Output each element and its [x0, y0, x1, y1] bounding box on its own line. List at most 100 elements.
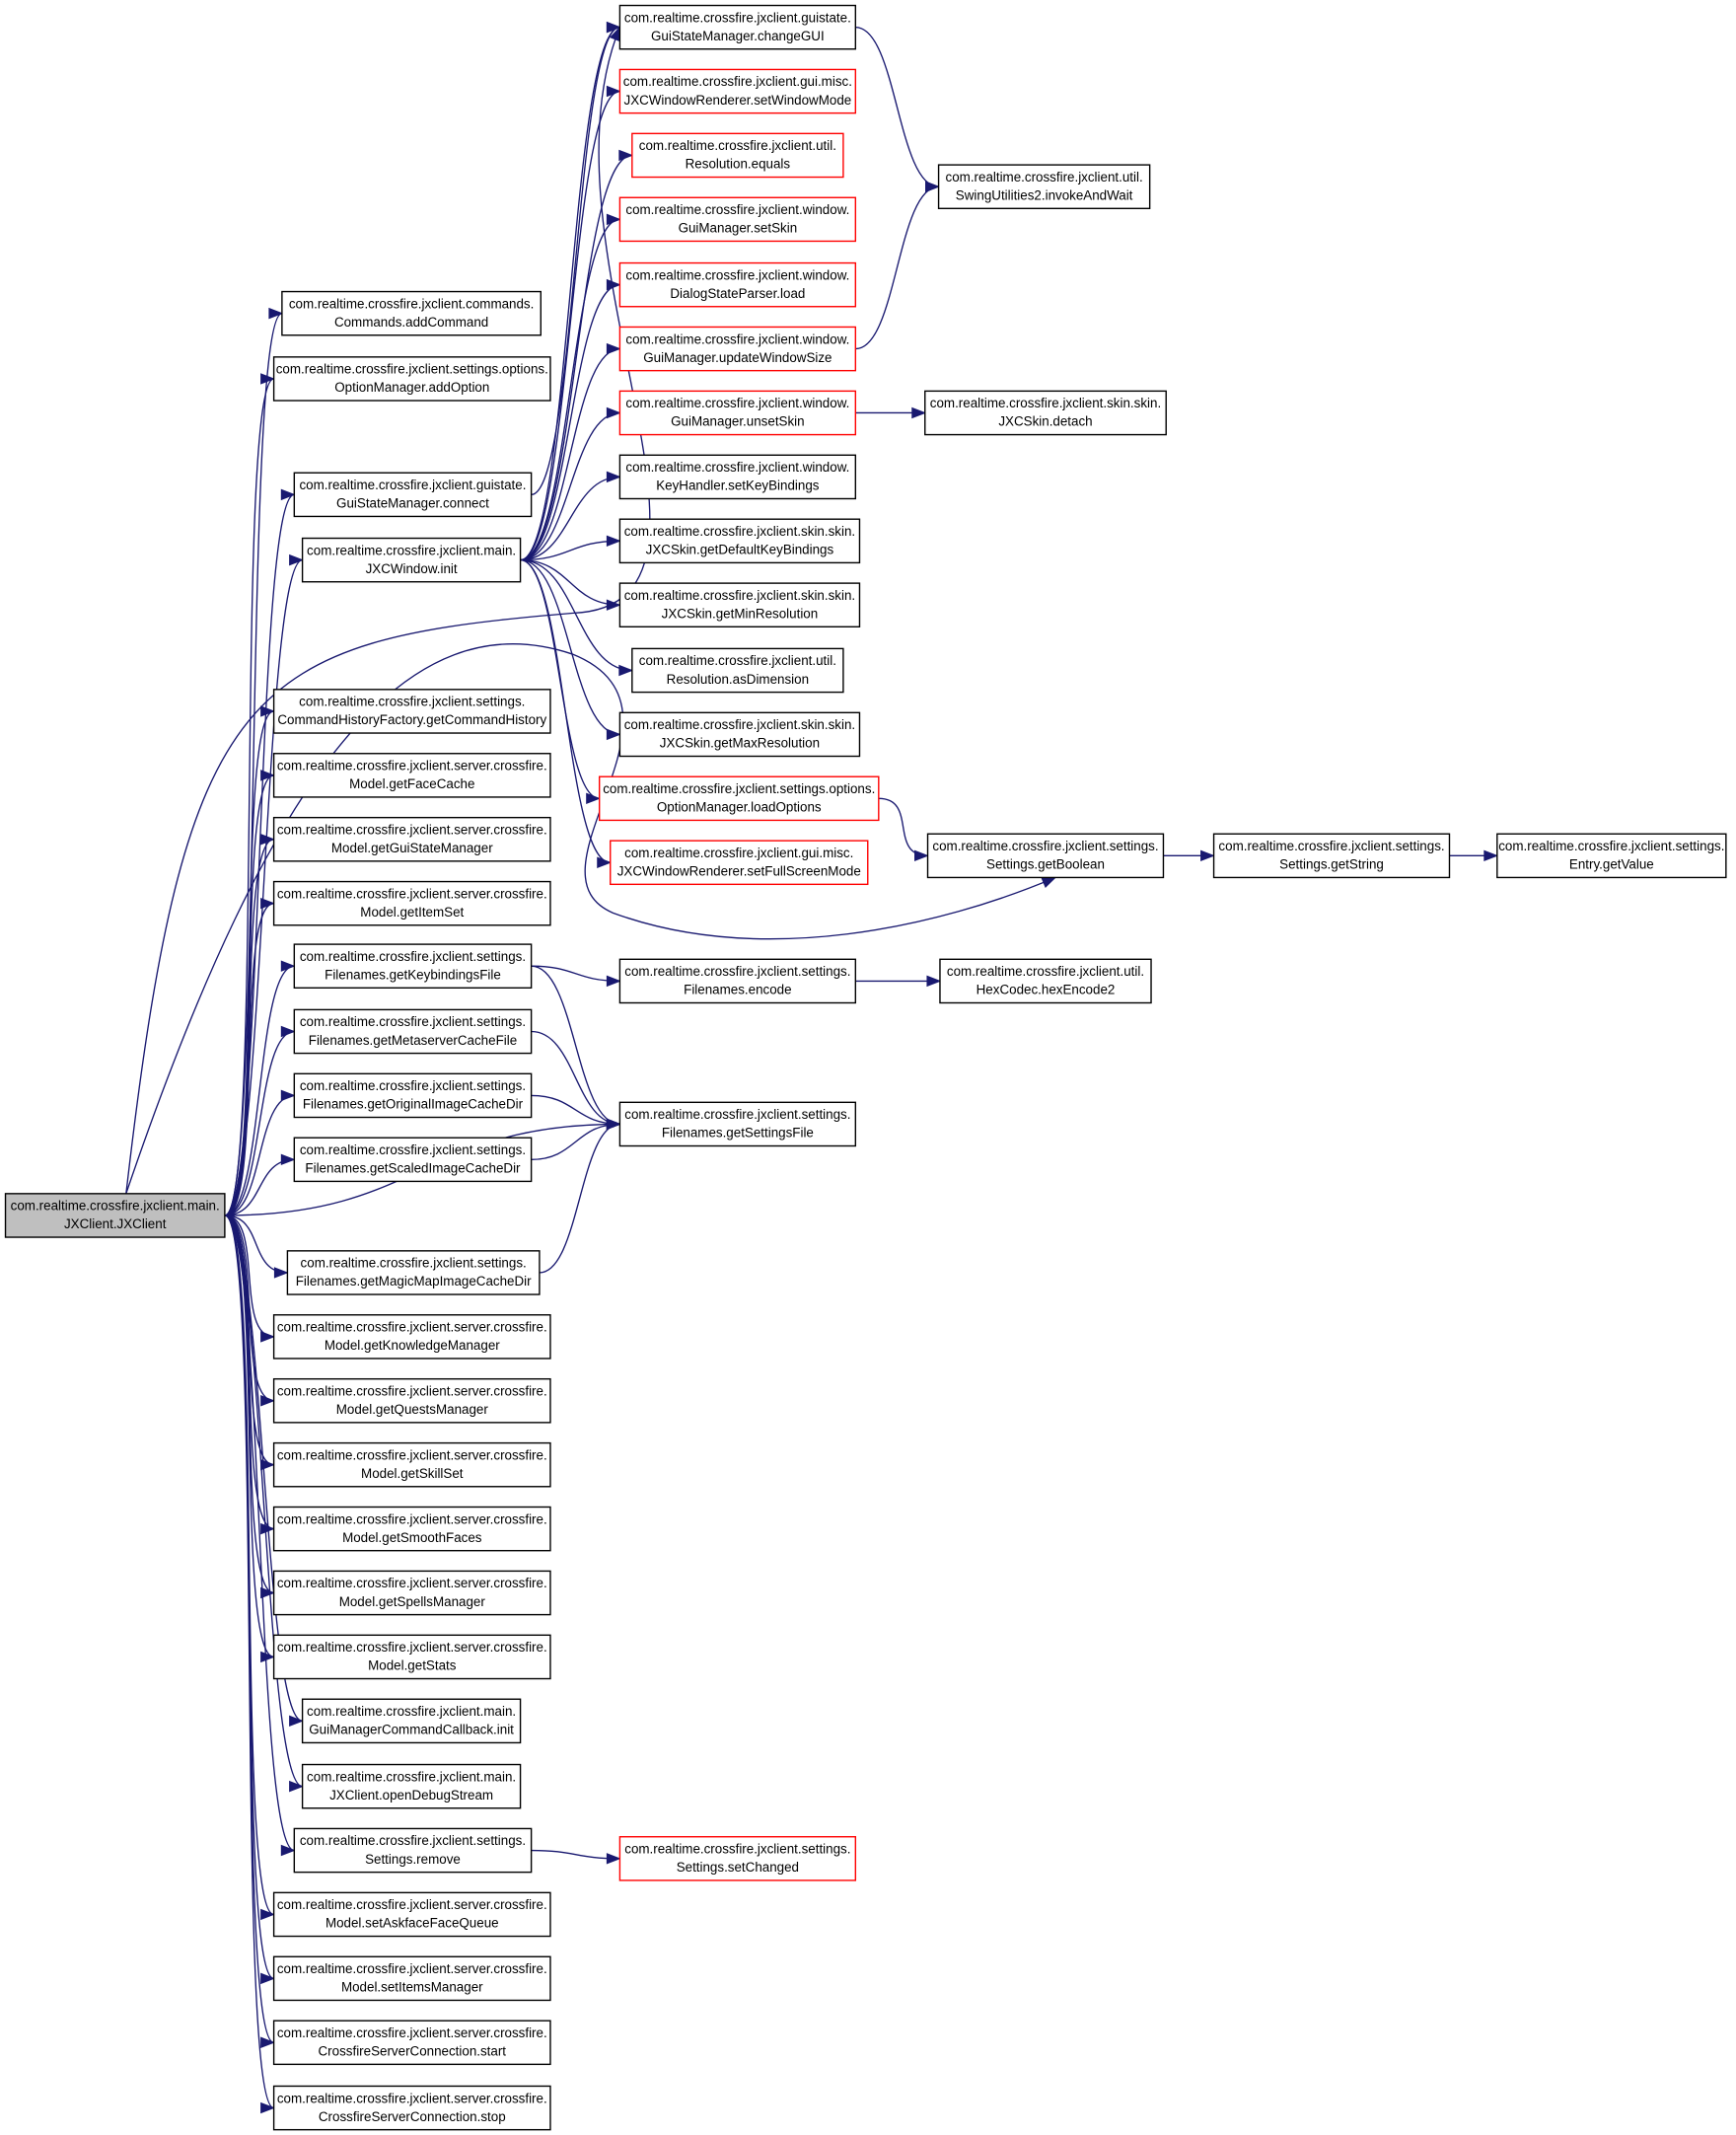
node-getItemSet[interactable]: com.realtime.crossfire.jxclient.server.c… [272, 880, 551, 926]
node-getSpellsManager[interactable]: com.realtime.crossfire.jxclient.server.c… [272, 1570, 551, 1616]
edge-jxcInit-to-updateWindowSize [520, 342, 621, 561]
node-box [1496, 833, 1727, 879]
node-dspLoad[interactable]: com.realtime.crossfire.jxclient.window.D… [618, 261, 857, 308]
node-connect[interactable]: com.realtime.crossfire.jxclient.guistate… [293, 472, 533, 518]
node-getKeybindingsFile[interactable]: com.realtime.crossfire.jxclient.settings… [293, 943, 533, 989]
edge-jxcInit-to-setSkin-arrowhead [606, 213, 621, 226]
node-label: com.realtime.crossfire.jxclient.settings… [276, 362, 548, 377]
node-hexEncode2[interactable]: com.realtime.crossfire.jxclient.util.Hex… [939, 958, 1152, 1004]
edge-updateWindowSize-to-invokeAndWait-arrowhead [925, 181, 940, 192]
edge-jxcInit-to-asDimension-arrowhead [618, 664, 634, 677]
node-getSkillSet[interactable]: com.realtime.crossfire.jxclient.server.c… [272, 1441, 551, 1488]
node-label: OptionManager.addOption [334, 380, 489, 395]
node-getSettingsFile[interactable]: com.realtime.crossfire.jxclient.settings… [618, 1101, 857, 1147]
node-encode[interactable]: com.realtime.crossfire.jxclient.settings… [618, 958, 857, 1004]
node-getBoolean[interactable]: com.realtime.crossfire.jxclient.settings… [926, 833, 1165, 879]
edge-jxcInit-to-setWindowMode-line [520, 90, 620, 561]
node-setFullScreenMode[interactable]: com.realtime.crossfire.jxclient.gui.misc… [610, 840, 869, 886]
node-addOption[interactable]: com.realtime.crossfire.jxclient.settings… [272, 356, 551, 402]
node-stop[interactable]: com.realtime.crossfire.jxclient.server.c… [272, 2085, 551, 2131]
node-getOriginalImageCacheDir[interactable]: com.realtime.crossfire.jxclient.settings… [293, 1072, 533, 1119]
node-getString[interactable]: com.realtime.crossfire.jxclient.settings… [1212, 833, 1451, 879]
node-getKnowledgeManager[interactable]: com.realtime.crossfire.jxclient.server.c… [272, 1314, 551, 1360]
node-updateWindowSize[interactable]: com.realtime.crossfire.jxclient.window.G… [618, 326, 857, 372]
edge-root-to-jxcInit-arrowhead [289, 553, 304, 566]
node-label: Model.getFaceCache [349, 776, 474, 791]
node-label: com.realtime.crossfire.jxclient.gui.misc… [624, 846, 853, 860]
node-getScaledImageCacheDir[interactable]: com.realtime.crossfire.jxclient.settings… [293, 1137, 533, 1183]
node-getGuiStateManager[interactable]: com.realtime.crossfire.jxclient.server.c… [272, 816, 551, 862]
node-setItemsManager[interactable]: com.realtime.crossfire.jxclient.server.c… [272, 1955, 551, 2002]
node-box [598, 775, 880, 822]
node-box [618, 4, 857, 50]
node-box [272, 1570, 551, 1616]
node-label: Model.getSmoothFaces [342, 1530, 482, 1545]
edge-jxcInit-to-resEquals [520, 149, 634, 561]
edge-getMetaserverCacheFile-to-getSettingsFile-line [531, 1030, 620, 1126]
node-setChanged[interactable]: com.realtime.crossfire.jxclient.settings… [618, 1836, 857, 1881]
node-getMaxResolution[interactable]: com.realtime.crossfire.jxclient.skin.ski… [618, 711, 861, 758]
node-box [610, 840, 869, 886]
node-changeGUI[interactable]: com.realtime.crossfire.jxclient.guistate… [618, 4, 857, 50]
node-getStats[interactable]: com.realtime.crossfire.jxclient.server.c… [272, 1634, 551, 1680]
edge-root-to-getKeybindingsFile [224, 960, 296, 1216]
node-label: Model.getGuiStateManager [331, 841, 493, 855]
node-getFaceCache[interactable]: com.realtime.crossfire.jxclient.server.c… [272, 753, 551, 798]
node-detach[interactable]: com.realtime.crossfire.jxclient.skin.ski… [924, 390, 1167, 436]
edge-root-to-getSpellsManager-arrowhead [260, 1586, 275, 1599]
edge-getMagicMapImageCacheDir-to-getSettingsFile-line [539, 1123, 620, 1274]
edge-getMagicMapImageCacheDir-to-getSettingsFile-arrowhead [606, 1118, 621, 1131]
node-getMagicMapImageCacheDir[interactable]: com.realtime.crossfire.jxclient.settings… [286, 1250, 541, 1295]
node-jxcInit[interactable]: com.realtime.crossfire.jxclient.main.JXC… [301, 537, 522, 583]
node-getCommandHistory[interactable]: com.realtime.crossfire.jxclient.settings… [272, 689, 551, 734]
node-getQuestsManager[interactable]: com.realtime.crossfire.jxclient.server.c… [272, 1377, 551, 1424]
node-box [272, 1955, 551, 2002]
node-label: HexCodec.hexEncode2 [976, 983, 1116, 997]
node-addCommand[interactable]: com.realtime.crossfire.jxclient.commands… [281, 290, 542, 336]
node-box [293, 1827, 533, 1874]
edge-jxcInit-to-resEquals-line [520, 154, 632, 561]
node-label: JXCSkin.detach [998, 414, 1092, 429]
node-box [272, 356, 551, 402]
edge-root-to-stop [224, 1215, 275, 2114]
node-box [631, 647, 844, 694]
node-getDefaultKeyBindings[interactable]: com.realtime.crossfire.jxclient.skin.ski… [618, 518, 861, 564]
node-root[interactable]: com.realtime.crossfire.jxclient.main.JXC… [4, 1193, 226, 1238]
edge-root-to-changeGUI-line [125, 27, 651, 1194]
node-getValue[interactable]: com.realtime.crossfire.jxclient.settings… [1496, 833, 1727, 879]
edge-updateWindowSize-to-invokeAndWait [855, 181, 940, 350]
edge-jxcInit-to-setFullScreenMode-line [520, 558, 611, 863]
node-label: com.realtime.crossfire.jxclient.server.c… [277, 1897, 547, 1912]
node-unsetSkin[interactable]: com.realtime.crossfire.jxclient.window.G… [618, 390, 857, 436]
node-start[interactable]: com.realtime.crossfire.jxclient.server.c… [272, 2020, 551, 2066]
edge-jxcInit-to-setFullScreenMode [520, 558, 613, 868]
edge-root-to-start-arrowhead [260, 2036, 275, 2048]
node-setAskfaceFaceQueue[interactable]: com.realtime.crossfire.jxclient.server.c… [272, 1891, 551, 1938]
node-remove[interactable]: com.realtime.crossfire.jxclient.settings… [293, 1827, 533, 1874]
node-gmccInit[interactable]: com.realtime.crossfire.jxclient.main.Gui… [301, 1698, 522, 1744]
node-asDimension[interactable]: com.realtime.crossfire.jxclient.util.Res… [631, 647, 844, 694]
node-setSkin[interactable]: com.realtime.crossfire.jxclient.window.G… [618, 196, 857, 243]
node-label: com.realtime.crossfire.jxclient.guistate… [299, 478, 526, 492]
node-openDebugStream[interactable]: com.realtime.crossfire.jxclient.main.JXC… [301, 1763, 522, 1809]
node-box [937, 164, 1151, 210]
edge-root-to-getMagicMapImageCacheDir [224, 1215, 289, 1279]
node-loadOptions[interactable]: com.realtime.crossfire.jxclient.settings… [598, 775, 880, 822]
node-setWindowMode[interactable]: com.realtime.crossfire.jxclient.gui.misc… [618, 68, 857, 114]
node-setKeyBindings[interactable]: com.realtime.crossfire.jxclient.window.K… [618, 454, 857, 500]
edge-jxcInit-to-resEquals-arrowhead [618, 149, 634, 162]
node-getSmoothFaces[interactable]: com.realtime.crossfire.jxclient.server.c… [272, 1506, 551, 1552]
node-label: GuiManager.setSkin [679, 221, 798, 236]
node-resEquals[interactable]: com.realtime.crossfire.jxclient.util.Res… [631, 132, 844, 179]
node-label: com.realtime.crossfire.jxclient.main. [307, 1769, 516, 1784]
node-getMetaserverCacheFile[interactable]: com.realtime.crossfire.jxclient.settings… [293, 1008, 533, 1055]
node-box [293, 472, 533, 518]
node-box [301, 1698, 522, 1744]
edge-root-to-getKnowledgeManager-arrowhead [260, 1331, 275, 1343]
node-box [281, 290, 542, 336]
edge-root-to-getSmoothFaces-arrowhead [260, 1522, 275, 1535]
edge-getBoolean-to-getString [1163, 849, 1215, 862]
node-invokeAndWait[interactable]: com.realtime.crossfire.jxclient.util.Swi… [937, 164, 1151, 210]
node-box [1212, 833, 1451, 879]
node-getMinResolution[interactable]: com.realtime.crossfire.jxclient.skin.ski… [618, 582, 861, 628]
